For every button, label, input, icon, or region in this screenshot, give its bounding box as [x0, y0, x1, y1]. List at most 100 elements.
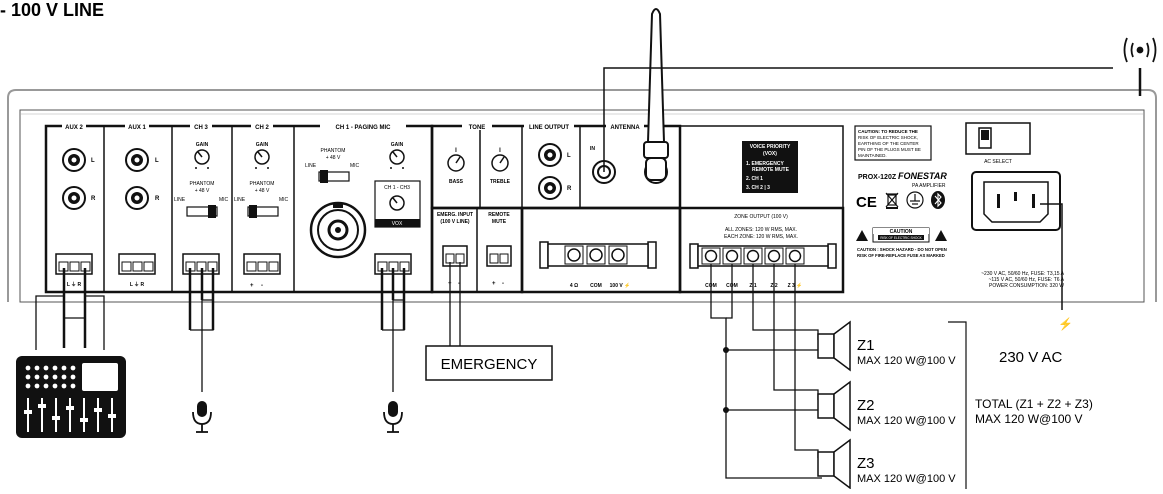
svg-text:I: I [499, 148, 501, 154]
aux1-l-label: L [155, 158, 159, 164]
brand-label: FONESTAR [898, 171, 947, 181]
ac-select-switch[interactable] [965, 122, 1031, 155]
vp-line2: 2. CH 1 [746, 176, 763, 182]
ch1-line-mic-switch[interactable] [318, 170, 350, 183]
treble-knob-icon[interactable] [491, 154, 509, 172]
aux1-rca-l-icon [125, 148, 149, 172]
emergency-label: EMERGENCY [441, 356, 538, 373]
zone-output-line1: ALL ZONES: 120 W RMS, MAX. [725, 227, 797, 233]
ch3-phantom-label: PHANTOM [190, 181, 215, 187]
caution-line5: MAINTAINED. [858, 153, 887, 158]
aux1-term-label: L ⏚ R [130, 281, 145, 288]
z3-speaker-icon [817, 438, 851, 490]
total-line1: TOTAL (Z1 + Z2 + Z3) [975, 397, 1093, 411]
remote-terminal-block [486, 245, 512, 267]
svg-text:I: I [455, 148, 457, 154]
ground-symbol-icon [906, 191, 924, 209]
ch2-gain-knob-icon[interactable] [254, 149, 270, 165]
remote-mute-label: MUTE [492, 219, 507, 225]
section-ch1: CH 1 - PAGING MIC [336, 125, 392, 131]
caution-line4: PIN OF THE PLUGS MUST BE [858, 147, 921, 152]
ch2-line-mic-switch[interactable] [247, 205, 279, 218]
ch3-mic-label: MIC [219, 197, 229, 203]
antenna-icon [643, 8, 669, 181]
ch1-gain-knob-icon[interactable] [389, 149, 405, 165]
line-out-rca-l-icon [538, 143, 562, 167]
line-out-rca-r-icon [538, 176, 562, 200]
pa-amplifier-label: PA AMPLIFIER [912, 183, 946, 189]
bass-knob-icon[interactable] [447, 154, 465, 172]
ch3-gain-label: GAIN [196, 142, 209, 148]
vp-title: VOICE PRIORITY [750, 144, 791, 150]
antenna-in-label: IN [590, 146, 595, 152]
aux1-rca-r-icon [125, 186, 149, 210]
emerg-terminal-block [442, 245, 468, 267]
aux2-term-label: L ⏚ R [67, 281, 82, 288]
aux2-terminal-block [55, 253, 93, 275]
z3-label: Z3 [857, 455, 875, 472]
ch2-terminal-block [243, 253, 281, 275]
treble-label: TREBLE [490, 179, 511, 185]
emerg-minus-label: - [458, 281, 460, 287]
vox-knob-icon[interactable] [389, 195, 405, 211]
plug-bolt-icon: ⚡ [1058, 317, 1073, 331]
spec-line2: ~115 V AC, 50/60 Hz, FUSE: T6 A [988, 277, 1064, 283]
line-out-r-label: R [567, 186, 572, 192]
remote-label: REMOTE [488, 212, 510, 218]
aux1-r-label: R [155, 196, 160, 202]
total-bracket [948, 321, 967, 489]
ch1-ch3-label: CH 1 - CH3 [384, 185, 410, 191]
remote-plus-label: + [492, 281, 496, 287]
caution-small-label: RISK OF ELECTRIC SHOCK [880, 236, 922, 240]
ch2-minus-label: - [261, 283, 263, 289]
z1-spec: MAX 120 W@100 V [857, 355, 956, 367]
ch1-microphone-icon [383, 401, 403, 433]
ch2-mic-label: MIC [279, 197, 289, 203]
xlr-combo-jack-icon[interactable] [309, 201, 367, 259]
zone-terminal-strip [689, 243, 837, 269]
ch2-phantom-v-label: + 48 V [255, 188, 270, 194]
aux2-l-label: L [91, 158, 95, 164]
term-4ohm-label: 4 Ω [570, 283, 578, 289]
emergency-box [425, 345, 553, 381]
ac-select-label: AC SELECT [984, 159, 1012, 165]
aux1-terminal-block [118, 253, 156, 275]
ch2-line-label: LINE [234, 197, 246, 203]
spec-line1: ~230 V AC, 50/60 Hz, FUSE: T3,15 A [981, 271, 1065, 277]
term-100v-label: 100 V ⚡ [610, 282, 631, 289]
spec-line3: POWER CONSUMPTION: 320 W [989, 283, 1064, 289]
ch3-line-mic-switch[interactable] [186, 205, 218, 218]
zone-output-line2: EACH ZONE: 120 W RMS, MAX. [724, 234, 798, 240]
ch2-gain-label: GAIN [256, 142, 269, 148]
ch2-plus-label: + [250, 283, 254, 289]
warning-line1: CAUTION : SHOCK HAZARD - DO NOT OPEN [857, 247, 947, 252]
iec-power-inlet-icon [971, 171, 1061, 231]
caution-line1: CAUTION: TO REDUCE THE [858, 129, 918, 134]
term-com-label: COM [590, 283, 602, 289]
total-line2: MAX 120 W@100 V [975, 412, 1083, 426]
z2-speaker-icon [817, 380, 851, 432]
emerg-input-label: EMERG. INPUT [437, 212, 473, 218]
warning-line2: RISK OF FIRE-REPLACE FUSE AS MARKED [857, 253, 945, 258]
section-aux1: AUX 1 [128, 125, 146, 131]
section-ch3: CH 3 [194, 125, 208, 131]
z2-spec: MAX 120 W@100 V [857, 415, 956, 427]
caution-label-box [854, 125, 932, 161]
ch3-microphone-icon [192, 401, 212, 433]
bluetooth-icon [931, 191, 945, 209]
ch1-phantom-label: PHANTOM [321, 148, 346, 154]
vox-label: VOX [392, 221, 403, 227]
speaker-terminal-strip [539, 241, 657, 269]
z2-label: Z2 [857, 397, 875, 414]
ch1-mic-label: MIC [350, 163, 360, 169]
zone-output-title: ZONE OUTPUT (100 V) [734, 214, 788, 220]
section-antenna: ANTENNA [610, 125, 640, 131]
ch2-phantom-label: PHANTOM [250, 181, 275, 187]
ch3-phantom-v-label: + 48 V [195, 188, 210, 194]
aux2-rca-l-icon [62, 148, 86, 172]
ac-label: 230 V AC [999, 349, 1063, 366]
ch3-gain-knob-icon[interactable] [194, 149, 210, 165]
voice-priority-frame [679, 125, 844, 209]
